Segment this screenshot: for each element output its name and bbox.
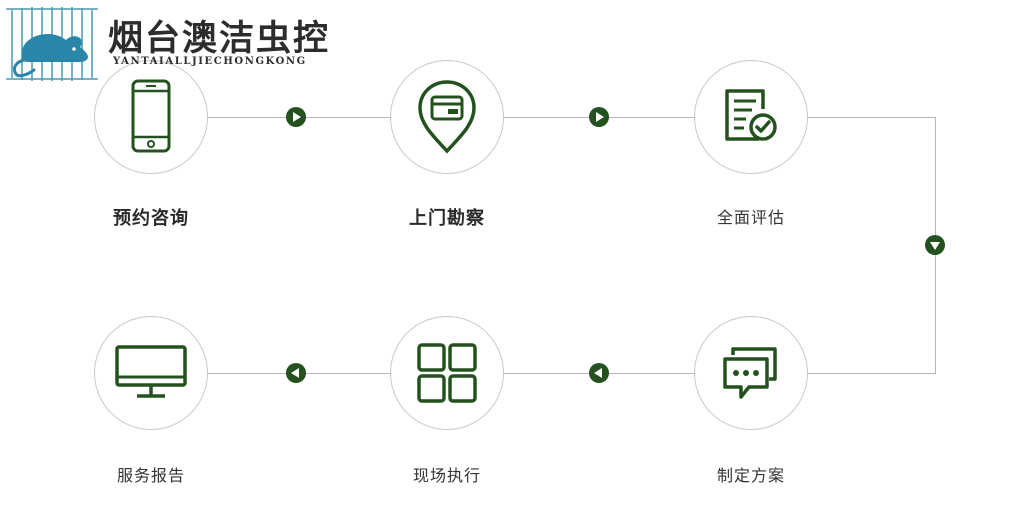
step-circle-report bbox=[94, 316, 208, 430]
arrow-left-icon bbox=[589, 363, 609, 383]
map-pin-card-icon bbox=[418, 80, 476, 154]
step-circle-survey bbox=[390, 60, 504, 174]
mouse-logo-icon bbox=[4, 4, 100, 84]
arrow-down-icon bbox=[925, 235, 945, 255]
step-circle-assess bbox=[694, 60, 808, 174]
step-label: 制定方案 bbox=[716, 466, 785, 485]
arrow-left-icon bbox=[286, 363, 306, 383]
arrow-right-icon bbox=[589, 107, 609, 127]
grid-blocks-icon bbox=[417, 343, 477, 403]
arrow-right-icon bbox=[286, 107, 306, 127]
step-label: 现场执行 bbox=[412, 466, 481, 485]
connector-line bbox=[808, 117, 936, 118]
step-label: 服务报告 bbox=[116, 466, 185, 485]
step-label: 预约咨询 bbox=[113, 208, 189, 229]
step-label: 上门勘察 bbox=[409, 208, 485, 229]
document-check-icon bbox=[725, 89, 777, 141]
brand-logo: 烟台澳洁虫控 YANTAIALLJIECHONGKONG bbox=[0, 0, 390, 90]
brand-subtitle: YANTAIALLJIECHONGKONG bbox=[113, 56, 307, 67]
brand-title: 烟台澳洁虫控 bbox=[108, 18, 331, 59]
step-circle-execute bbox=[390, 316, 504, 430]
monitor-icon bbox=[115, 345, 187, 398]
chat-bubbles-icon bbox=[723, 347, 777, 399]
smartphone-icon bbox=[131, 79, 171, 153]
step-label: 全面评估 bbox=[716, 208, 785, 227]
step-circle-plan bbox=[694, 316, 808, 430]
step-circle-consult bbox=[94, 60, 208, 174]
connector-line bbox=[808, 373, 936, 374]
